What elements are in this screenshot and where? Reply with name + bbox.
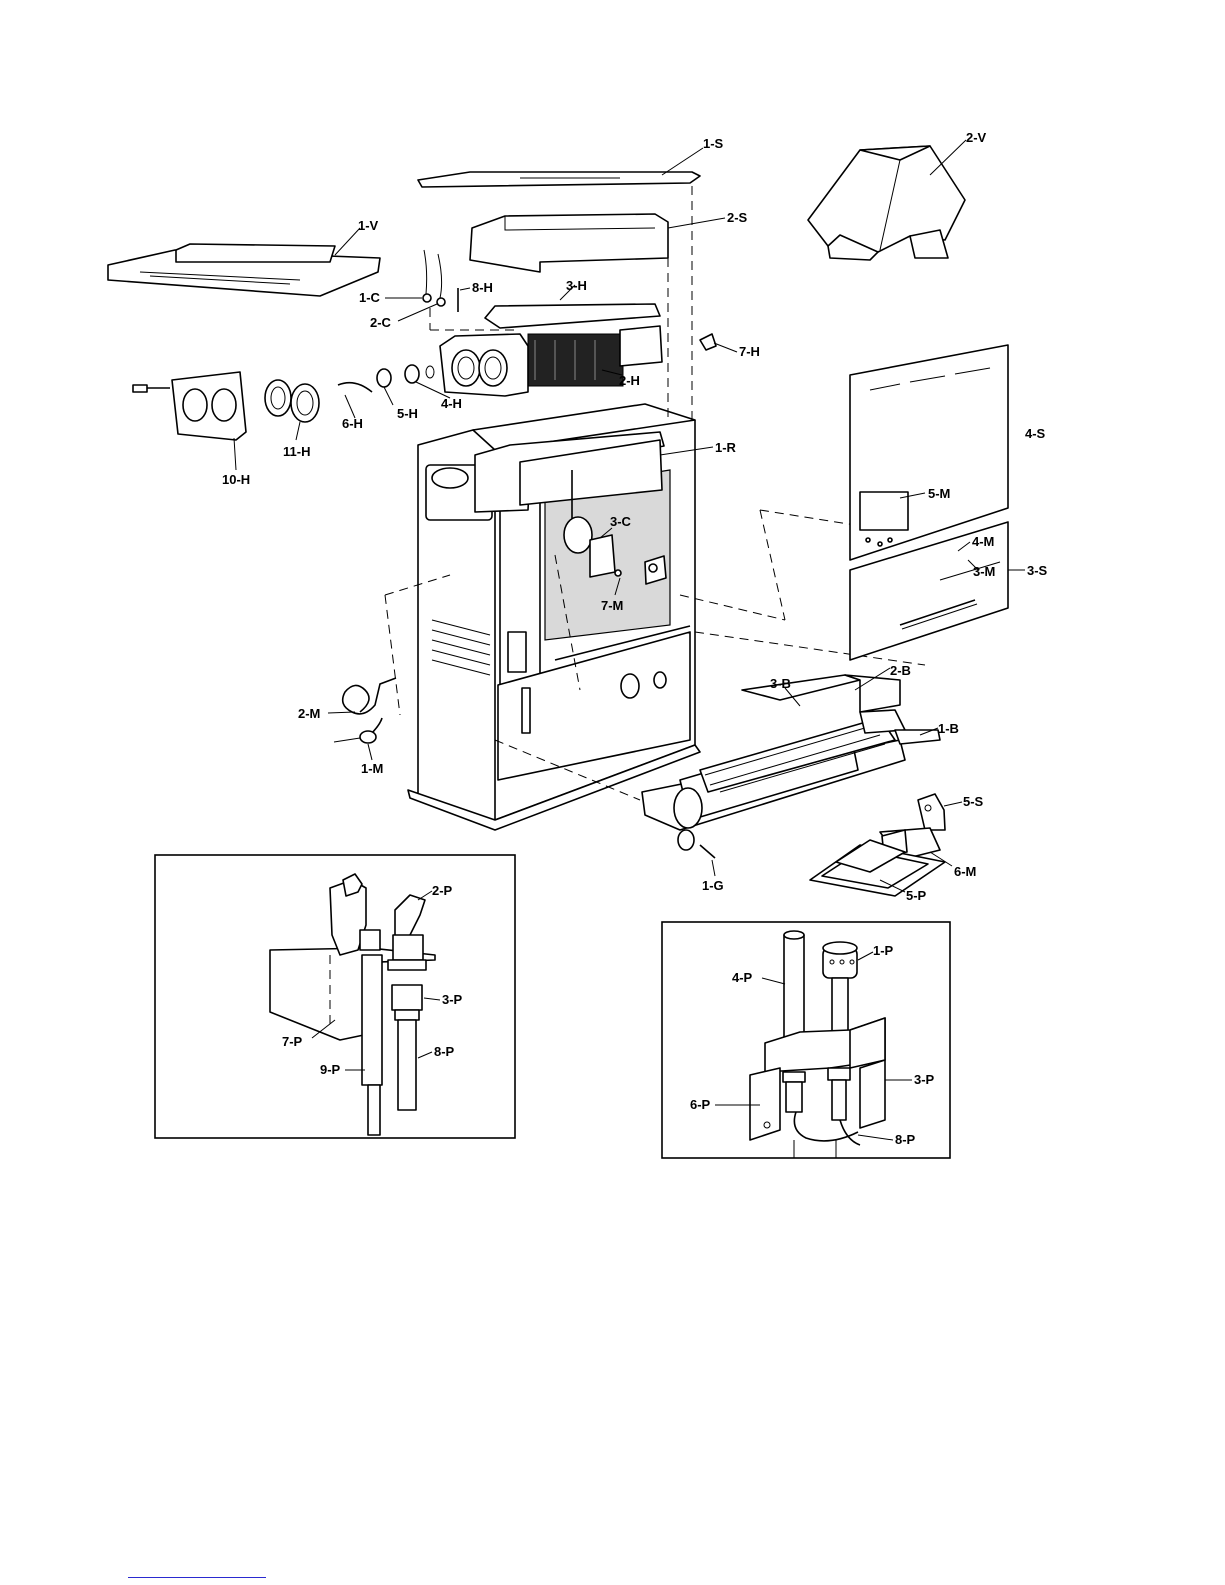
label-6m: 6-M bbox=[954, 864, 976, 879]
label-5m: 5-M bbox=[928, 486, 950, 501]
label-1c: 1-C bbox=[359, 290, 381, 305]
label-1s: 1-S bbox=[703, 136, 724, 151]
inset-right: 1-P 4-P 3-P 6-P 8-P bbox=[662, 922, 950, 1158]
label-2s: 2-S bbox=[727, 210, 748, 225]
footer-link-underline[interactable] bbox=[128, 1577, 266, 1578]
label-8h: 8-H bbox=[472, 280, 493, 295]
label-3c: 3-C bbox=[610, 514, 632, 529]
label-4s: 4-S bbox=[1025, 426, 1046, 441]
label-4m: 4-M bbox=[972, 534, 994, 549]
label-5p: 5-P bbox=[906, 888, 927, 903]
header-small-parts bbox=[133, 365, 434, 440]
label-5s: 5-S bbox=[963, 794, 984, 809]
label-1v: 1-V bbox=[358, 218, 379, 233]
label-3b: 3-B bbox=[770, 676, 791, 691]
label-2b: 2-B bbox=[890, 663, 911, 678]
label-inset-2p: 2-P bbox=[432, 883, 453, 898]
label-1r: 1-R bbox=[715, 440, 737, 455]
label-inset-1p: 1-P bbox=[873, 943, 894, 958]
label-3h: 3-H bbox=[566, 278, 587, 293]
label-2h: 2-H bbox=[619, 373, 640, 388]
header-assembly bbox=[423, 250, 716, 396]
top-panel-1s bbox=[418, 172, 700, 187]
label-inset-7p: 7-P bbox=[282, 1034, 303, 1049]
label-1g: 1-G bbox=[702, 878, 724, 893]
label-4h: 4-H bbox=[441, 396, 462, 411]
inset-left: 2-P 3-P 7-P 8-P 9-P bbox=[155, 855, 515, 1138]
control-parts bbox=[810, 794, 945, 896]
label-7m: 7-M bbox=[601, 598, 623, 613]
label-11h: 11-H bbox=[283, 444, 310, 459]
label-inset-9p: 9-P bbox=[320, 1062, 341, 1077]
draft-hood-2v bbox=[808, 146, 965, 260]
label-1b: 1-B bbox=[938, 721, 959, 736]
vent-cover-1v bbox=[108, 244, 380, 296]
label-2c: 2-C bbox=[370, 315, 392, 330]
label-1m: 1-M bbox=[361, 761, 383, 776]
main-cabinet bbox=[408, 404, 700, 830]
shroud-2s bbox=[470, 214, 668, 272]
label-2v: 2-V bbox=[966, 130, 987, 145]
thermocouple-1m-2m bbox=[334, 678, 396, 743]
label-3m: 3-M bbox=[973, 564, 995, 579]
label-inset-3p: 3-P bbox=[442, 992, 463, 1007]
label-3s: 3-S bbox=[1027, 563, 1048, 578]
label-7h: 7-H bbox=[739, 344, 760, 359]
label-inset-8p: 8-P bbox=[434, 1044, 455, 1059]
label-5h: 5-H bbox=[397, 406, 418, 421]
label-2m: 2-M bbox=[298, 706, 320, 721]
label-inset-4p: 4-P bbox=[732, 970, 753, 985]
label-10h: 10-H bbox=[222, 472, 250, 487]
label-inset-8p-right: 8-P bbox=[895, 1132, 916, 1147]
label-6h: 6-H bbox=[342, 416, 363, 431]
label-inset-3p-right: 3-P bbox=[914, 1072, 935, 1087]
label-inset-6p: 6-P bbox=[690, 1097, 711, 1112]
